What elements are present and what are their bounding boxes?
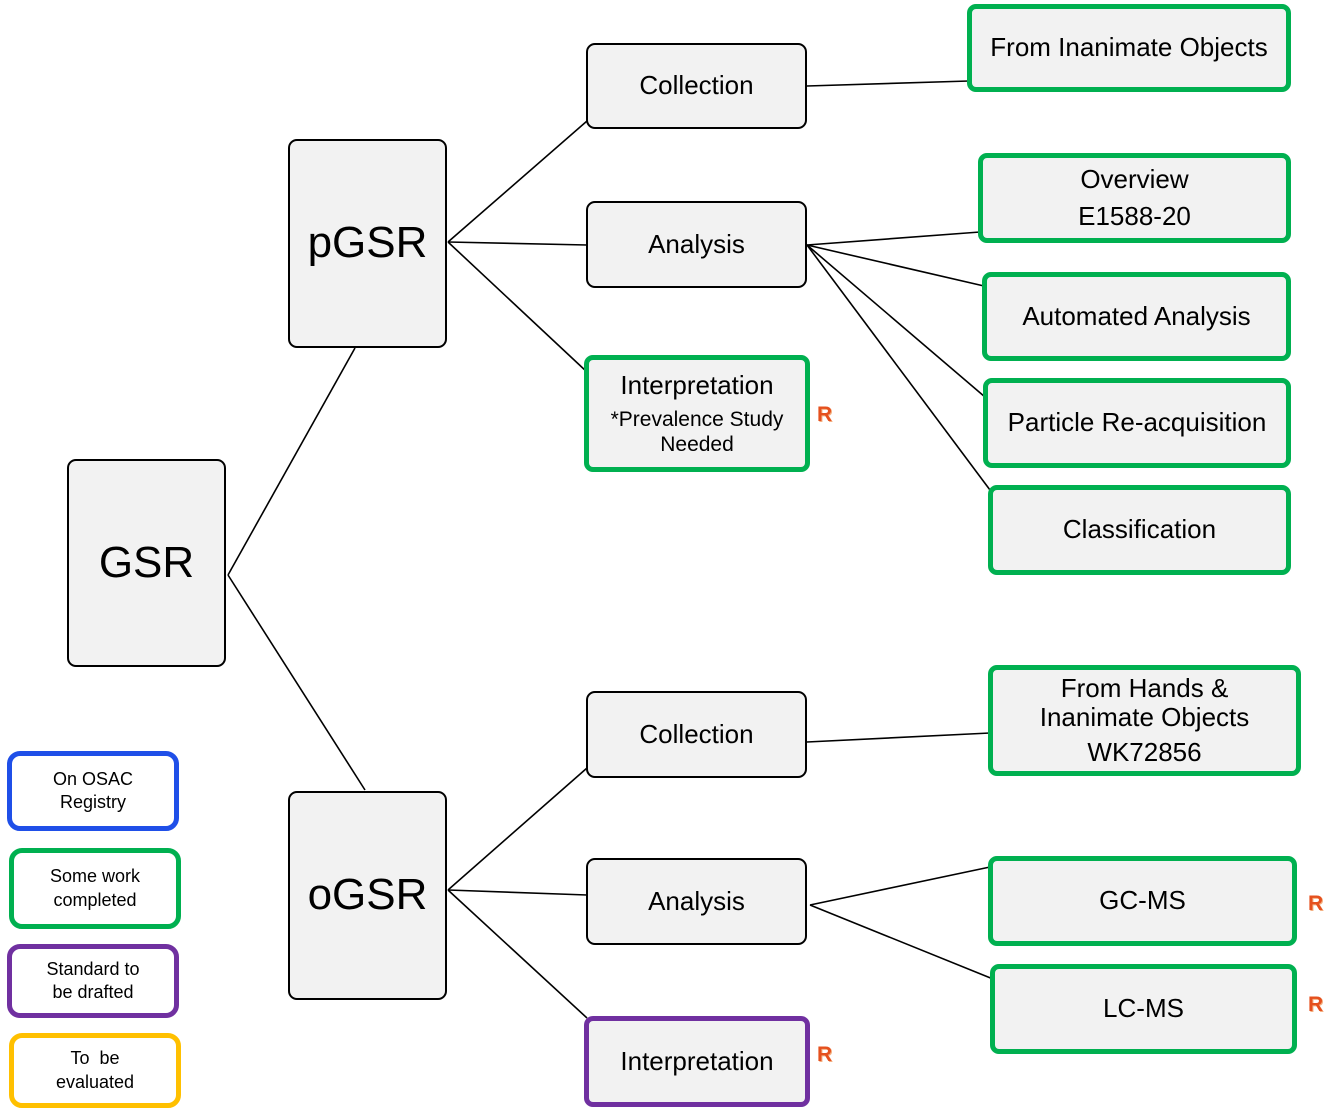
ogsr-label: oGSR [307, 870, 428, 920]
ogsr-interpretation-label: Interpretation [620, 1045, 774, 1076]
hands-inanimate-wk: WK72856 [1087, 737, 1202, 768]
prevalence-note: *Prevalence Study Needed [610, 407, 784, 457]
legend-to-draft: Standard to be drafted [7, 944, 179, 1018]
legend-to-draft-label: Standard to be drafted [46, 958, 140, 1002]
link-ogsr-analysis [447, 889, 588, 896]
legend-to-evaluate-label: To be evaluated [55, 1048, 135, 1092]
link-oanalysis-lcms [809, 904, 994, 980]
ogsr-interpretation-node: Interpretation [584, 1016, 810, 1107]
ogsr-analysis-node: Analysis [586, 858, 807, 945]
r-badge-gcms: R [1308, 892, 1324, 915]
lcms-node: LC-MS [990, 964, 1297, 1054]
r-badge-ogsr-interpretation: R [817, 1043, 833, 1066]
r-badge-pgsr-interpretation: R [817, 403, 833, 426]
legend-some-work: Some work completed [9, 848, 181, 929]
link-ocollection-hands [806, 732, 991, 743]
ogsr-analysis-label: Analysis [648, 885, 745, 916]
overview-label: Overview [1080, 163, 1189, 194]
link-pcollection-inanimate [806, 80, 970, 87]
hands-inanimate-node: From Hands & Inanimate Objects WK72856 [988, 665, 1301, 776]
automated-analysis-node: Automated Analysis [982, 272, 1291, 361]
pgsr-interpretation-node: Interpretation *Prevalence Study Needed [584, 355, 810, 472]
overview-node: Overview E1588-20 [978, 153, 1291, 243]
overview-standard: E1588-20 [1078, 201, 1191, 231]
particle-reacquisition-label: Particle Re-acquisition [1007, 407, 1267, 438]
lcms-label: LC-MS [1103, 993, 1184, 1024]
ogsr-collection-label: Collection [639, 718, 754, 749]
link-pgsr-interpretation [447, 241, 588, 373]
link-oanalysis-gcms [809, 866, 991, 906]
legend-on-registry-label: On OSAC Registry [52, 768, 134, 812]
inanimate-objects-label: From Inanimate Objects [990, 32, 1268, 63]
ogsr-node: oGSR [288, 791, 447, 1000]
legend-on-registry: On OSAC Registry [7, 751, 179, 831]
legend-to-evaluate: To be evaluated [9, 1033, 181, 1108]
link-pgsr-collection [447, 120, 588, 243]
classification-node: Classification [988, 485, 1291, 575]
inanimate-objects-node: From Inanimate Objects [967, 4, 1291, 92]
particle-reacquisition-node: Particle Re-acquisition [983, 378, 1291, 468]
pgsr-node: pGSR [288, 139, 447, 348]
link-gsr-ogsr [227, 574, 366, 791]
link-ogsr-interpretation [447, 889, 588, 1019]
pgsr-analysis-node: Analysis [586, 201, 807, 288]
pgsr-collection-node: Collection [586, 43, 807, 129]
gsr-label: GSR [98, 537, 195, 587]
link-panalysis-reacq [806, 244, 986, 398]
link-ogsr-collection [447, 767, 588, 891]
link-gsr-pgsr [227, 347, 356, 576]
gcms-label: GC-MS [1099, 885, 1186, 916]
link-panalysis-classification [806, 244, 991, 491]
classification-label: Classification [1062, 514, 1217, 545]
link-panalysis-overview [806, 231, 981, 246]
pgsr-collection-label: Collection [639, 70, 754, 101]
gcms-node: GC-MS [988, 856, 1297, 946]
link-panalysis-automated [806, 244, 985, 287]
hands-inanimate-label: From Hands & Inanimate Objects [1039, 672, 1250, 732]
pgsr-label: pGSR [307, 218, 428, 268]
pgsr-analysis-label: Analysis [648, 228, 745, 259]
pgsr-interpretation-label: Interpretation [620, 369, 774, 400]
ogsr-collection-node: Collection [586, 691, 807, 778]
link-pgsr-analysis [447, 241, 588, 246]
legend-some-work-label: Some work completed [49, 866, 141, 910]
r-badge-lcms: R [1308, 993, 1324, 1016]
gsr-node: GSR [67, 459, 226, 667]
automated-analysis-label: Automated Analysis [1022, 300, 1251, 331]
